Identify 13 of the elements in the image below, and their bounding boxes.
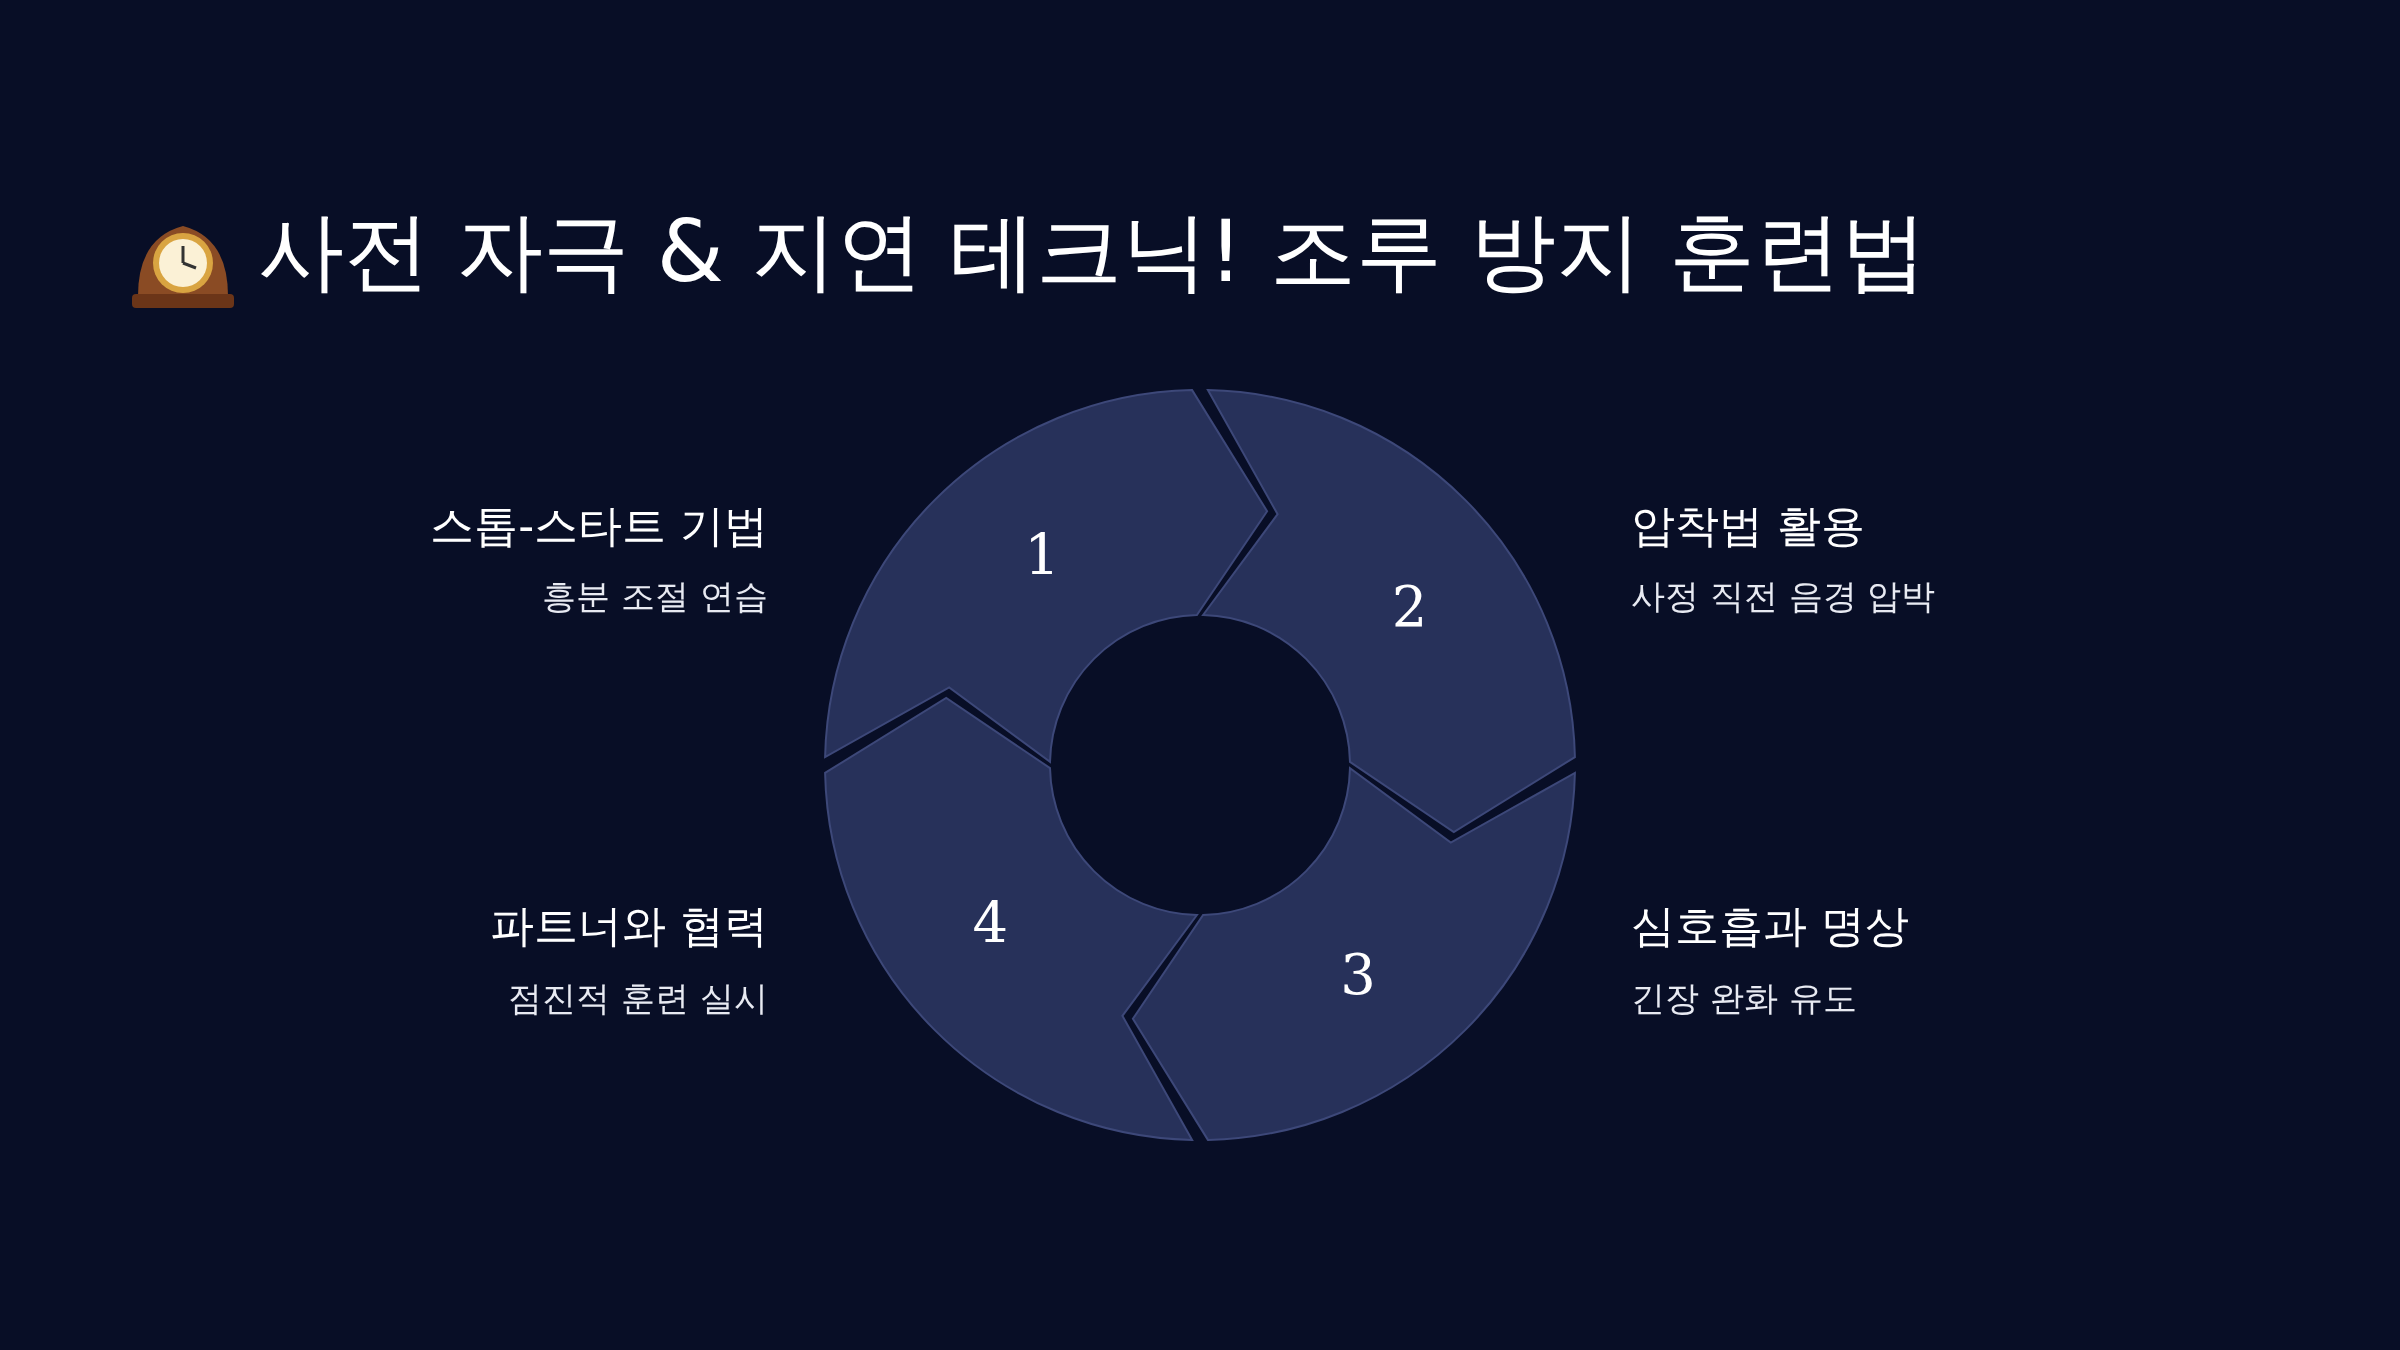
step-number: 2: [1391, 579, 1428, 635]
step-description: 긴장 완화 유도: [1631, 978, 1857, 1019]
step-heading: 파트너와 협력: [490, 900, 768, 953]
step-number: 3: [1340, 946, 1376, 1003]
title: 사전 자극 & 지연 테크닉! 조루 방지 훈련법: [258, 200, 1927, 303]
step-description: 점진적 훈련 실시: [508, 978, 768, 1019]
step-heading: 스톱-스타트 기법: [430, 500, 768, 553]
step-heading: 압착법 활용: [1631, 500, 1865, 553]
step-heading: 심호흡과 명상: [1631, 900, 1909, 953]
step-description: 흥분 조절 연습: [542, 576, 768, 617]
step-number: 4: [972, 894, 1009, 951]
step-number: 1: [1024, 527, 1060, 584]
step-description: 사정 직전 음경 압박: [1631, 576, 1936, 617]
